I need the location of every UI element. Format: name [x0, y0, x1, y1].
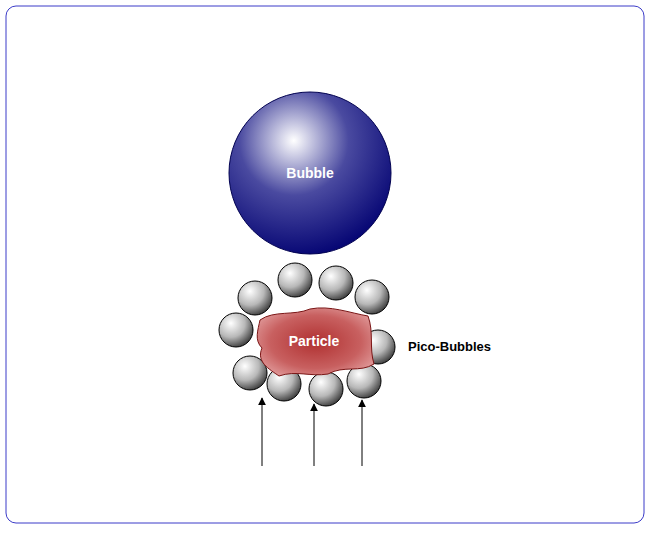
pico-bubble [219, 313, 253, 347]
bubble-fill [229, 92, 391, 254]
pico-bubble [355, 280, 389, 314]
pico-bubbles [219, 263, 395, 406]
flow-arrow [314, 404, 315, 466]
bubble-circle: Bubble [228, 91, 392, 255]
flow-arrow [262, 398, 263, 466]
pico-bubble [309, 372, 343, 406]
node-label: Particle [289, 333, 340, 349]
flow-arrows [262, 398, 362, 466]
flow-arrow [362, 400, 363, 466]
particle-fill [257, 308, 374, 376]
pico-bubble [238, 281, 272, 315]
part-label: Pico-Bubbles [408, 339, 491, 354]
particle-shape: Particle [252, 304, 376, 378]
frame [6, 6, 644, 523]
pico-bubble [319, 266, 353, 300]
node-label: Bubble [286, 165, 333, 181]
pico-bubble [278, 263, 312, 297]
